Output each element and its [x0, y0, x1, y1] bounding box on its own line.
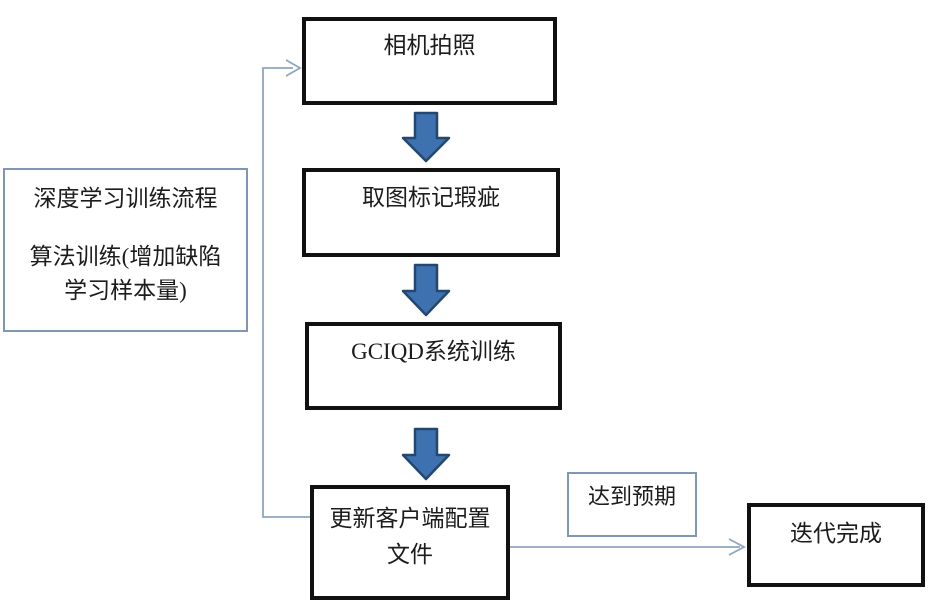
node-camera-capture-label: 相机拍照 — [383, 33, 476, 58]
down-arrow-icon-2 — [401, 263, 451, 317]
node-update-client-config: 更新客户端配置 文件 — [310, 485, 510, 600]
node-mark-defects-label: 取图标记瑕疵 — [362, 185, 500, 210]
node-update-client-config-line1: 更新客户端配置 — [329, 506, 491, 531]
down-arrow-icon-3 — [401, 427, 451, 481]
info-box-title: 深度学习训练流程 — [33, 186, 218, 211]
node-update-client-config-line2: 文件 — [387, 542, 433, 567]
node-iteration-done-label: 迭代完成 — [790, 521, 882, 546]
info-box-line3: 学习样本量) — [64, 278, 187, 303]
feedback-connector-line — [262, 67, 310, 518]
info-box-spacer — [5, 216, 246, 240]
output-arrowhead-icon — [728, 538, 746, 556]
node-system-training: GCIQD系统训练 — [305, 322, 562, 410]
process-info-box: 深度学习训练流程 算法训练(增加缺陷 学习样本量) — [3, 168, 248, 332]
edge-label-expectation-text: 达到预期 — [587, 484, 676, 509]
edge-label-expectation: 达到预期 — [567, 472, 697, 537]
down-arrow-icon-1 — [401, 111, 451, 163]
node-iteration-done: 迭代完成 — [747, 503, 925, 587]
node-camera-capture: 相机拍照 — [302, 17, 557, 105]
node-mark-defects: 取图标记瑕疵 — [302, 168, 560, 257]
feedback-arrowhead-icon — [285, 59, 302, 77]
info-box-line2: 算法训练(增加缺陷 — [29, 244, 222, 269]
node-system-training-label: GCIQD系统训练 — [351, 339, 516, 364]
